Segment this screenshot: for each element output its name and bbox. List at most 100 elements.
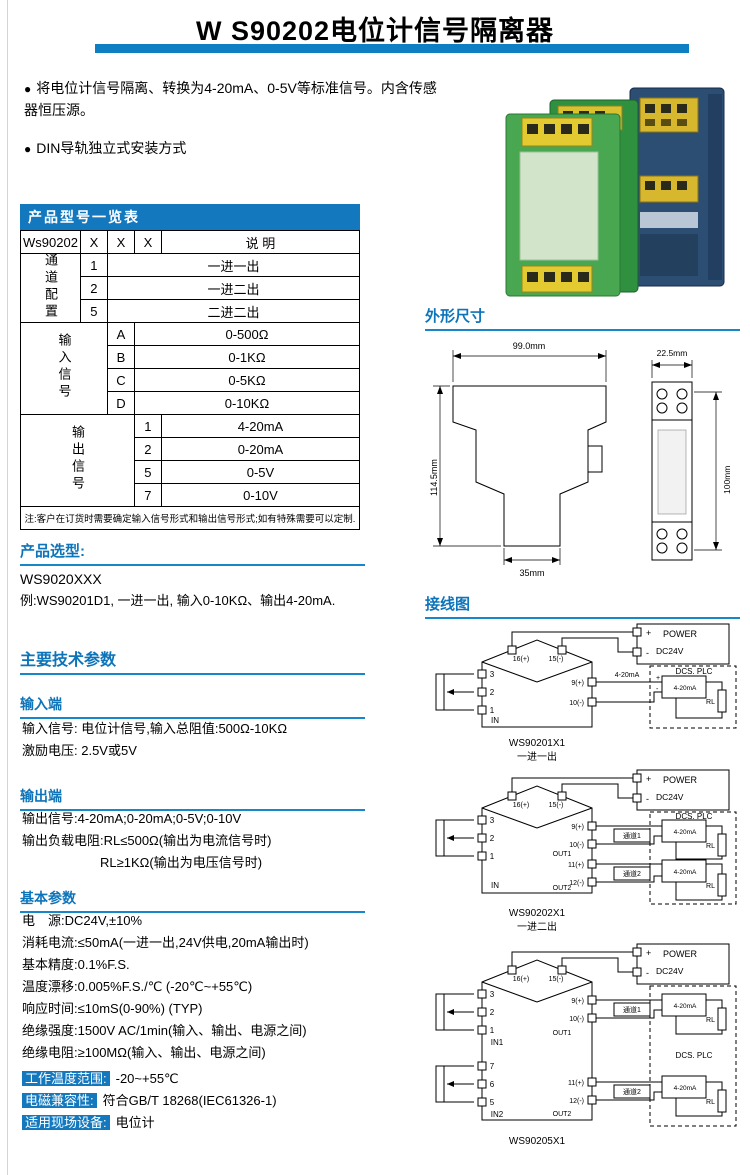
code-cell: 1 [79, 253, 108, 277]
terminal-label: 12(-) [569, 1098, 584, 1105]
dcs-plc-box: DCS. PLC 4-20mA + - RL [649, 665, 737, 729]
power-voltage: DC24V [656, 792, 684, 802]
model-table: Ws90202 X X X 说 明 通道配置 1 一进一出 2 一进二出 5 二… [20, 230, 361, 530]
extra-params: 工作温度范围:-20~+55℃ 电磁兼容性: 符合GB/T 18268(IEC61… [22, 1068, 452, 1134]
param-line: 消耗电流:≤50mA(一进一出,24V供电,20mA输出时) [22, 935, 309, 950]
wiring-diagram-3: 16(+) 15(-) + - POWER DC24V 3 2 1 IN1 7 … [435, 943, 737, 1147]
terminal-label: 9(+) [571, 824, 584, 831]
terminal-number: 1 [490, 706, 495, 715]
wire-signal-label: 4-20mA [615, 672, 640, 679]
potentiometer-2 [435, 1065, 474, 1103]
model-table-title: 产品型号一览表 [20, 204, 360, 230]
terminal-label: 10(-) [569, 1016, 584, 1023]
wiring-diagram-2: 16(+) 15(-) + - POWER DC24V 3 2 1 IN 9(+… [435, 769, 737, 933]
selection-block: WS9020XXX 例:WS90201D1, 一进一出, 输入0-10KΩ、输出… [20, 568, 440, 612]
basic-params: 电 源:DC24V,±10% 消耗电流:≤50mA(一进一出,24V供电,20m… [22, 910, 452, 1064]
terminal-label: 15(-) [549, 976, 564, 983]
dimension-drawing: 99.0mm 114.5mm 35mm 22.5mm 100mm [429, 341, 732, 578]
page-edge [7, 0, 8, 1175]
param-line: 工作温度范围:-20~+55℃ [22, 1068, 452, 1090]
product-photo [505, 87, 725, 297]
section-title-basic: 基本参数 [20, 888, 365, 913]
terminal-number: 2 [490, 1008, 495, 1017]
desc-cell: 0-5KΩ [133, 368, 361, 392]
terminal-label: 12(-) [569, 880, 584, 887]
out1-label: OUT1 [553, 851, 572, 858]
dim-width-label: 99.0mm [513, 341, 546, 351]
output-params: 输出信号:4-20mA;0-20mA;0-5V;0-10V 输出负载电阻:RL≤… [22, 808, 442, 874]
in1-label: IN1 [491, 1038, 504, 1047]
out2-label: OUT2 [553, 885, 572, 892]
meter-label: 4-20mA [674, 869, 697, 876]
code-cell: 2 [79, 276, 108, 300]
blue-module [629, 87, 725, 287]
rl-label: RL [706, 1017, 715, 1024]
bullet-icon: ● [24, 82, 32, 96]
group-label-cell: 输入信号 [20, 322, 108, 415]
code-cell: 5 [79, 299, 108, 323]
out1-label: OUT1 [553, 1030, 572, 1037]
power-voltage: DC24V [656, 646, 684, 656]
plus-sign: + [656, 675, 660, 682]
feature-text: 将电位计信号隔离、转换为4-20mA、0-5V等标准信号。内含传感器恒压源。 [24, 80, 437, 118]
plus-sign: + [646, 774, 651, 784]
terminal-label: 11(+) [568, 862, 584, 869]
selection-line: 例:WS90201D1, 一进一出, 输入0-10KΩ、输出4-20mA. [20, 593, 336, 608]
dim-foot-label: 35mm [519, 568, 544, 578]
param-line: 温度漂移:0.005%F.S./℃ (-20℃~+55℃) [22, 979, 253, 994]
channel1-label: 通道1 [623, 831, 641, 840]
page-title: W S90202电位计信号隔离器 [195, 16, 555, 46]
green-module-front [505, 113, 621, 297]
dcs-label: DCS. PLC [676, 667, 713, 676]
model-table-block: 产品型号一览表 Ws90202 X X X 说 明 通道配置 1 一进一出 2 … [20, 204, 361, 530]
dim-front-width-label: 22.5mm [657, 348, 688, 358]
diagram-model: WS90202X1 [509, 908, 566, 919]
minus-sign: - [646, 968, 649, 978]
param-line: 响应时间:≤10mS(0-90%) (TYP) [22, 1001, 203, 1016]
power-label: POWER [663, 775, 698, 785]
section-title-dimensions: 外形尺寸 [425, 305, 740, 331]
dcs-label: DCS. PLC [676, 812, 713, 821]
module-side-profile [452, 385, 607, 547]
param-value: 电位计 [115, 1115, 155, 1130]
param-label-chip: 电磁兼容性: [22, 1093, 97, 1108]
param-value: 符合GB/T 18268(IEC61326-1) [102, 1093, 277, 1108]
param-line: 绝缘电阻:≥100MΩ(输入、输出、电源之间) [22, 1045, 266, 1060]
note-cell: 注:客户在订货时需要确定输入信号形式和输出信号形式;如有特殊需要可以定制. [20, 506, 360, 530]
diagram-subtitle: 一进二出 [517, 920, 557, 933]
meter-label: 4-20mA [674, 685, 697, 692]
dcs-label: DCS. PLC [676, 1051, 713, 1060]
param-line: RL≥1KΩ(输出为电压信号时) [100, 855, 263, 870]
group-label-cell: 通道配置 [20, 253, 81, 323]
potentiometer-1 [435, 993, 474, 1031]
isolator-module [481, 785, 593, 894]
terminal-label: 15(-) [549, 656, 564, 663]
terminal-label: 9(+) [571, 680, 584, 687]
header-cell: X [79, 230, 108, 254]
power-box: + - POWER DC24V [632, 769, 730, 811]
param-line: 基本精度:0.1%F.S. [22, 957, 130, 972]
param-label-chip: 适用现场设备: [22, 1115, 110, 1130]
terminal-number: 1 [490, 1026, 495, 1035]
header-cell: 说 明 [160, 230, 361, 254]
code-cell: D [106, 391, 135, 415]
minus-sign: - [656, 686, 659, 693]
bullet-icon: ● [24, 142, 32, 157]
terminal-number: 3 [490, 990, 495, 999]
terminal-number: 2 [490, 834, 495, 843]
dim-front-height-label: 100mm [722, 466, 732, 494]
diagram-subtitle: 一进一出 [517, 750, 557, 763]
potentiometer [435, 673, 474, 711]
meter-label: 4-20mA [674, 1003, 697, 1010]
rl-label: RL [706, 843, 715, 850]
isolator-module [481, 959, 593, 1121]
section-title-wiring: 接线图 [425, 593, 740, 619]
header-cell: X [106, 230, 135, 254]
code-cell: C [106, 368, 135, 392]
desc-cell: 一进一出 [106, 253, 361, 277]
param-line: 激励电压: 2.5V或5V [22, 743, 137, 758]
desc-cell: 4-20mA [160, 414, 361, 438]
feature-list: ●将电位计信号隔离、转换为4-20mA、0-5V等标准信号。内含传感器恒压源。 … [24, 78, 442, 177]
param-line: 输入信号: 电位计信号,输入总阻值:500Ω-10KΩ [22, 721, 288, 736]
selection-line: WS9020XXX [20, 571, 102, 587]
